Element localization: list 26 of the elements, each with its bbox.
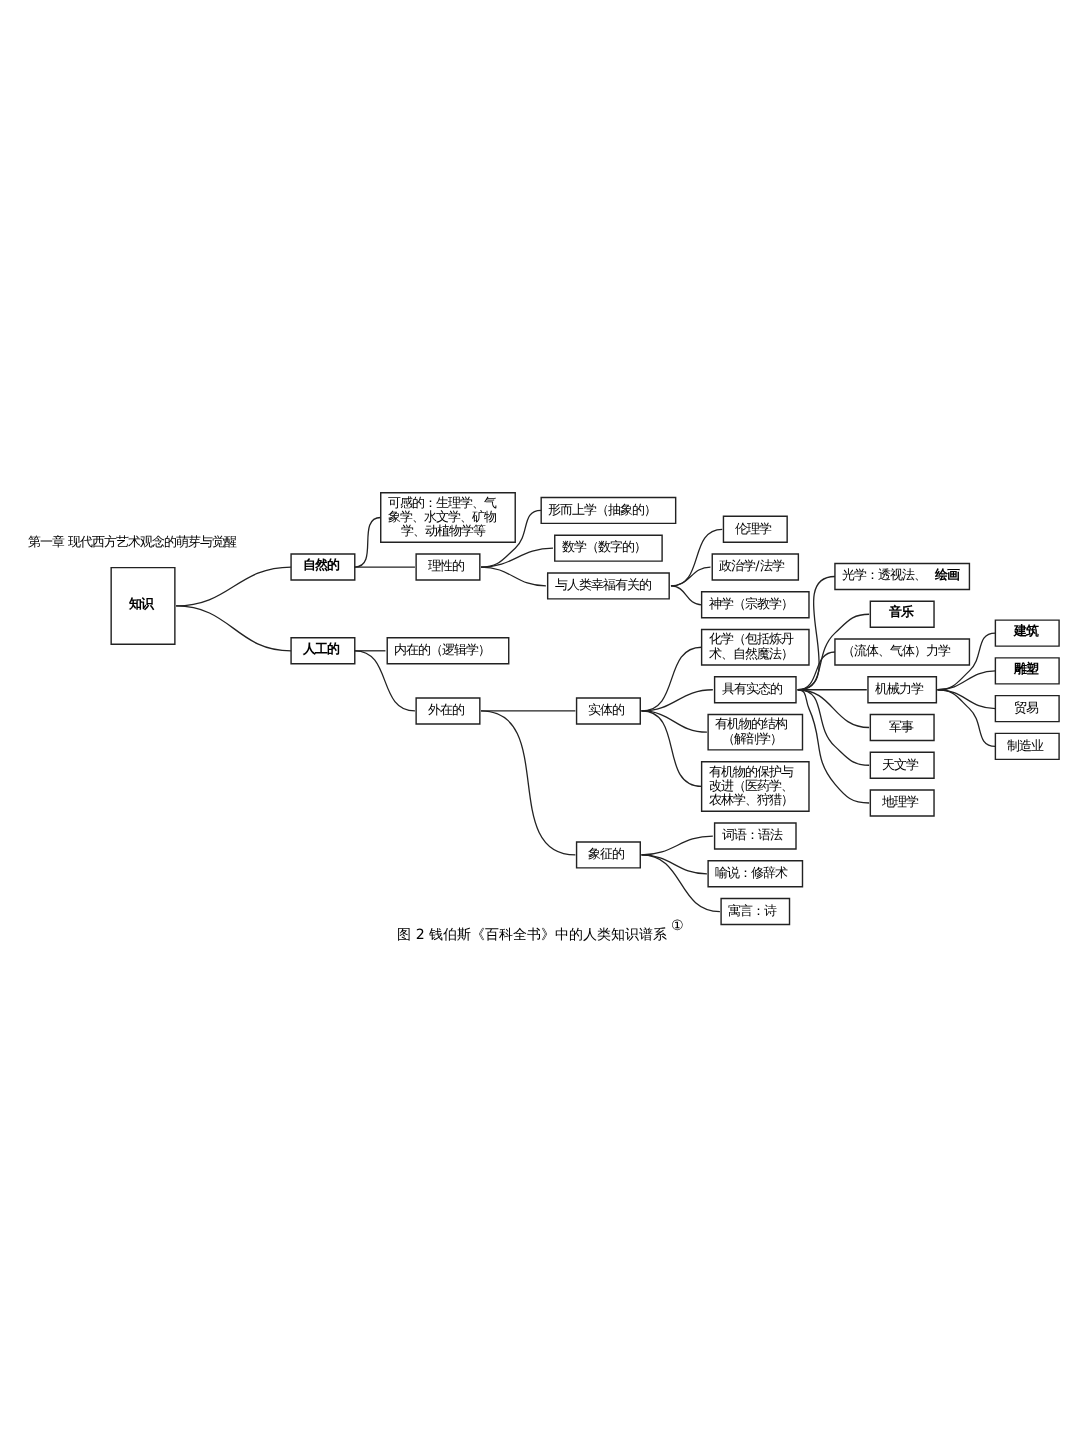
connector	[354, 649, 387, 651]
connector	[936, 688, 997, 709]
connector	[480, 565, 547, 586]
connector	[175, 565, 292, 606]
connector	[797, 650, 836, 690]
connector	[936, 688, 997, 746]
connector	[480, 709, 577, 711]
connector	[797, 688, 870, 728]
connector	[354, 515, 382, 567]
connector	[797, 574, 836, 690]
connector	[175, 604, 292, 651]
connector	[797, 688, 870, 803]
connector	[640, 709, 703, 787]
connector	[640, 834, 714, 855]
connector	[670, 527, 723, 586]
connector	[640, 853, 721, 912]
connector	[480, 709, 577, 855]
connector	[670, 565, 712, 586]
connector	[354, 565, 416, 567]
connector	[797, 688, 870, 765]
connector	[354, 649, 416, 711]
connector	[480, 546, 554, 567]
connector	[640, 709, 708, 732]
connector	[797, 612, 870, 690]
connector	[640, 688, 714, 711]
connector	[670, 584, 703, 605]
